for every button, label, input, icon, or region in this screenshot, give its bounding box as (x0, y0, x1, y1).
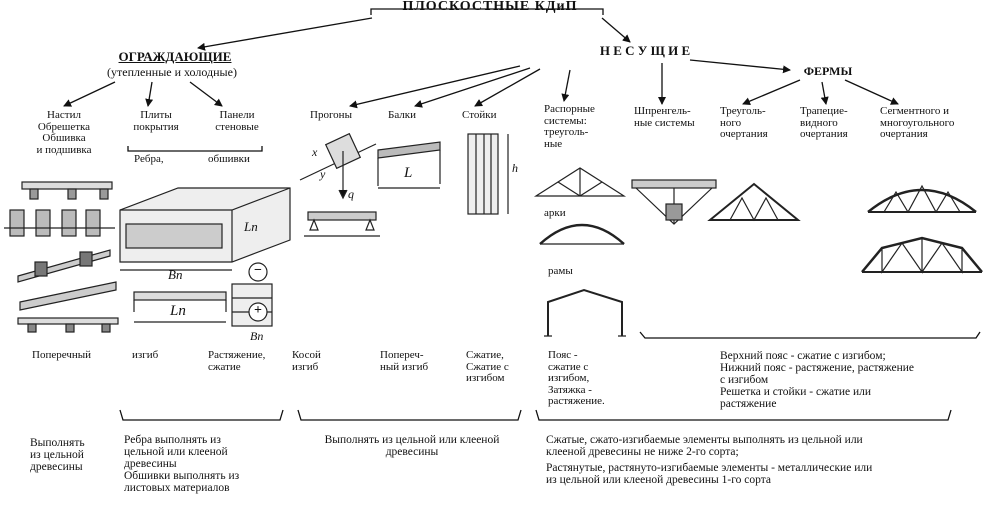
mark-x: x (312, 145, 318, 159)
segmental-truss-sketch (867, 184, 977, 214)
stress-oblique: Косой изгиб (292, 349, 321, 373)
label-ribs: Ребра, (134, 153, 164, 165)
beam-sketch (377, 141, 441, 189)
mark-y: y (320, 167, 326, 181)
category-purlins: Прогоны (310, 109, 352, 121)
arrow-trusses-trapezoidal (820, 81, 829, 105)
rec-solid-or-glued: Выполнять из цельной или клееной древеси… (324, 434, 500, 459)
trusses-heading: ФЕРМЫ (803, 64, 853, 78)
category-decking: Настил Обрешетка Обшивка и подшивка (36, 109, 92, 156)
bracket-truss-forces (639, 331, 981, 339)
arrow-bearing-beams (414, 67, 531, 108)
polygonal-truss-sketch (861, 236, 983, 274)
arch-sketch (539, 223, 625, 245)
enclosing-subheading: (утепленные и холодные) (107, 65, 237, 79)
mark-lp-2: Lп (170, 303, 186, 319)
stress-chord: Пояс - сжатие с изгибом, Затяжка - растя… (548, 349, 605, 408)
arrow-title-bearing (601, 17, 631, 43)
arrow-bearing-purlins (349, 65, 521, 109)
frame-sketch (544, 288, 626, 337)
rec-solid: Выполнять из цельной древесины (30, 437, 85, 474)
bracket-ribs-sheathing (127, 146, 263, 152)
rec-grade-2: Сжатые, сжато-изгибаемые элементы выполн… (546, 434, 863, 459)
stress-compression: Сжатие, Сжатие с изгибом (466, 349, 509, 385)
stress-transverse-bending: Попереч- ный изгиб (380, 349, 429, 373)
arrow-bearing-posts (474, 68, 541, 107)
enclosing-heading: ОГРАЖДАЮЩИЕ (118, 49, 232, 64)
mark-plus: + (254, 303, 262, 318)
thrust-triangle-sketch (533, 167, 627, 197)
mark-bp-2: Вп (250, 329, 264, 343)
arrow-trusses-segmental (844, 79, 899, 105)
category-thrust-systems: Распорные системы: треуголь- ные (544, 103, 595, 150)
arrow-enclosing-slabs (145, 81, 154, 107)
mark-lb: L (404, 165, 413, 181)
rec-grade-1: Растянутые, растянуто-изгибаемые элемент… (546, 462, 873, 487)
category-panels: Панели стеновые (215, 109, 259, 133)
mark-lp-1: Lп (244, 219, 258, 234)
category-slabs: Плиты покрытия (133, 109, 179, 133)
category-trapezoidal: Трапецие- видного очертания (800, 105, 848, 141)
category-segmental: Сегментного и многоугольного очертания (880, 105, 955, 141)
category-beams: Балки (388, 109, 417, 121)
arrow-trusses-triangular (742, 79, 801, 105)
arrow-enclosing-decking (63, 81, 116, 107)
bearing-heading: Н Е С У Щ И Е (599, 43, 691, 58)
arrow-enclosing-panels (189, 81, 223, 107)
stress-transverse: Поперечный (32, 349, 92, 361)
bracket-linear (297, 409, 522, 421)
slab-beam-sketch (133, 262, 273, 327)
stress-tension-compression: Растяжение, сжатие (208, 349, 266, 373)
mark-minus: − (254, 263, 262, 278)
stress-bending: изгиб (132, 349, 159, 361)
decking-sketch (4, 181, 119, 333)
category-frames: рамы (548, 265, 573, 277)
bracket-enclosing (119, 409, 284, 421)
slab-sketch (119, 187, 291, 271)
category-sprengel: Шпренгель- ные системы (634, 105, 695, 129)
arrow-bearing-thrust (561, 69, 571, 102)
arrow-bearing-trusses (689, 59, 791, 74)
title-bracket (370, 8, 604, 15)
purlin-sketch (299, 132, 380, 237)
category-posts: Стойки (462, 109, 497, 121)
stress-truss-forces: Верхний пояс - сжатие с изгибом; Нижний … (720, 350, 915, 411)
category-triangular: Треуголь- ного очертания (720, 105, 768, 141)
arrow-title-enclosing (197, 17, 373, 51)
mark-bp-1: Вп (168, 267, 183, 282)
category-arches: арки (544, 207, 566, 219)
bracket-arch-truss (535, 409, 952, 421)
triangular-truss-sketch (707, 182, 801, 222)
post-sketch (467, 133, 509, 215)
rec-ribs: Ребра выполнять из цельной или клееной д… (124, 434, 240, 495)
mark-h: h (512, 161, 518, 175)
sprengel-sketch (631, 179, 717, 225)
mark-q: q (348, 187, 354, 201)
diagram-title: ПЛОСКОСТНЫЕ КДиП (402, 0, 578, 14)
label-sheathing: обшивки (208, 153, 250, 165)
